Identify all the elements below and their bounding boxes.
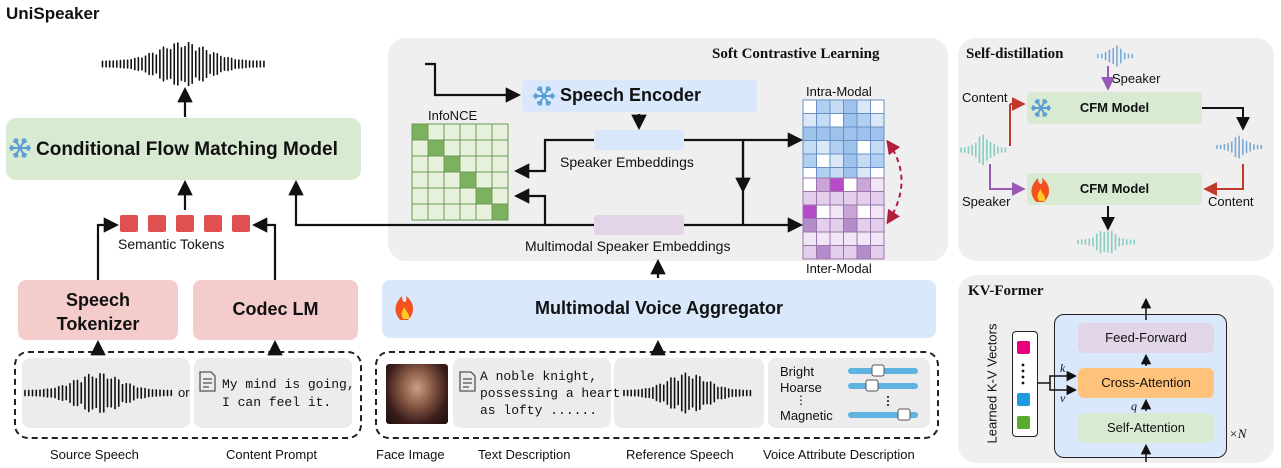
sd-content-right: Content	[1208, 194, 1254, 209]
fire-icon-cfm	[1031, 178, 1050, 202]
speech-encoder-box	[522, 80, 757, 112]
semantic-tokens	[120, 215, 250, 232]
content-prompt-text: My mind is going, I can feel it.	[222, 377, 355, 410]
self-attention-label: Self-Attention	[1106, 420, 1186, 435]
sd-speaker-top: Speaker	[1112, 71, 1161, 86]
slider-icons	[848, 364, 918, 421]
source-speech-card	[22, 358, 190, 428]
mva-box	[382, 280, 936, 338]
feed-forward-label: Feed-Forward	[1105, 330, 1187, 345]
inter-modal-matrix	[802, 177, 885, 260]
voice-attribute-caption: Voice Attribute Description	[763, 447, 915, 462]
feed-forward-box	[1078, 323, 1214, 353]
speaker-embeddings-label: Speaker Embeddings	[560, 154, 694, 170]
fire-icon-mva	[395, 296, 414, 320]
intra-modal-matrix	[802, 99, 885, 182]
attribute-ellipsis: ⋮	[795, 393, 807, 407]
codec-lm-box	[193, 280, 358, 340]
content-prompt-card	[194, 358, 352, 428]
attribute-magnetic: Magnetic	[780, 408, 833, 423]
student-output-waveform-icon	[1077, 230, 1136, 254]
cfm-model-top-box	[1027, 92, 1202, 124]
speech-tokenizer-label: Speech Tokenizer	[56, 290, 140, 334]
text-description-caption: Text Description	[478, 447, 571, 462]
input-dashed-box-left	[14, 351, 362, 439]
multimodal-speaker-embeddings-label: Multimodal Speaker Embeddings	[525, 238, 731, 254]
self-distillation-panel	[958, 38, 1274, 261]
v-label: v	[1060, 391, 1066, 405]
speech-encoder-label: Speech Encoder	[560, 85, 702, 105]
kv-vector-blue	[1017, 393, 1030, 406]
kv-vector-pink	[1017, 341, 1030, 354]
speaker-embedding-bar	[594, 130, 684, 150]
sd-content-left: Content	[962, 90, 1008, 105]
sd-speaker-left: Speaker	[962, 194, 1011, 209]
speech-tokenizer-box	[18, 280, 178, 340]
attribute-hoarse: Hoarse	[780, 380, 822, 395]
kv-former-title: KV-Former	[968, 283, 1044, 299]
text-description: A noble knight, possessing a heart as lo…	[480, 369, 621, 418]
q-label: q	[1131, 399, 1137, 413]
waveform-icons	[24, 41, 1263, 414]
snowflake-icon	[1031, 99, 1051, 117]
infonce-matrix	[411, 123, 509, 221]
source-speech-caption: Source Speech	[50, 447, 139, 462]
multimodal-embedding-bar	[594, 215, 684, 235]
attribute-bright: Bright	[780, 364, 814, 379]
cross-attention-label: Cross-Attention	[1101, 375, 1191, 390]
semantic-tokens-label: Semantic Tokens	[118, 236, 225, 252]
self-attention-box	[1078, 413, 1214, 443]
cfm-model-bottom-box	[1027, 173, 1202, 205]
inter-modal-label: Inter-Modal	[806, 261, 872, 276]
source-speech-waveform-icon	[24, 373, 173, 413]
learned-kv-label: Learned K-V Vectors	[984, 323, 1000, 444]
cfm-model-label: Conditional Flow Matching Model	[36, 139, 338, 160]
diagram-title: UniSpeaker	[6, 4, 100, 23]
codec-lm-label: Codec LM	[232, 299, 319, 319]
face-image-caption: Face Image	[376, 447, 445, 462]
sd-cfm-bottom-label: CFM Model	[1079, 181, 1150, 196]
reference-speech-caption: Reference Speech	[626, 447, 734, 462]
times-n-label: ×N	[1229, 426, 1247, 441]
kv-vector-green	[1017, 416, 1030, 429]
target-waveform-icon	[1216, 135, 1263, 159]
similarity-matrices	[411, 99, 885, 260]
infonce-label: InfoNCE	[428, 108, 478, 123]
content-waveform-icon	[960, 134, 1007, 166]
snowflake-icon	[533, 86, 555, 106]
sd-cfm-top-label: CFM Model	[1079, 100, 1150, 115]
content-prompt-caption: Content Prompt	[226, 447, 318, 462]
document-icon	[199, 371, 476, 392]
snowflake-icons	[9, 86, 1051, 158]
cfm-model-box	[6, 118, 361, 180]
output-waveform-icon	[101, 41, 265, 87]
or-label: or	[178, 385, 190, 400]
reference-speech-waveform-icon	[623, 372, 752, 414]
face-image	[386, 364, 448, 424]
cross-attention-box	[1078, 368, 1214, 398]
k-label: k	[1060, 361, 1066, 375]
speaker-waveform-icon	[1097, 45, 1133, 67]
text-description-card	[453, 358, 611, 428]
mva-label: Multimodal Voice Aggregator	[534, 298, 784, 318]
scl-title: Soft Contrastive Learning	[712, 46, 880, 62]
intra-modal-label: Intra-Modal	[806, 84, 872, 99]
snowflake-icon	[9, 138, 31, 158]
self-distillation-title: Self-distillation	[966, 46, 1064, 62]
